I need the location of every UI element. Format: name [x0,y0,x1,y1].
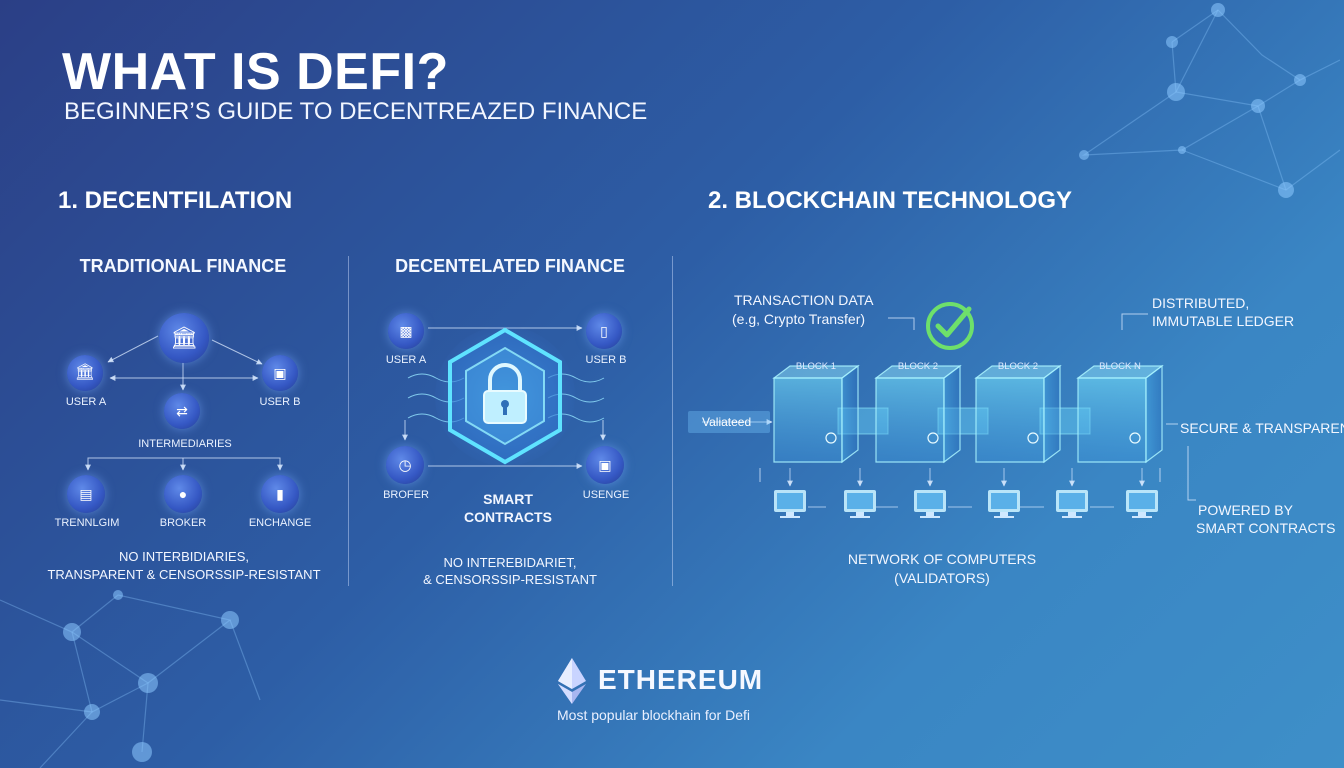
section1-heading: 1. DECENTFILATION [58,187,293,214]
ethereum-icon [558,658,586,704]
powered-by-line1: POWERED BY [1198,502,1293,518]
intermediaries-label: INTERMEDIARIES [138,438,232,450]
column-divider [348,256,349,586]
user-a-bank-icon: 🏛 [67,355,103,391]
defi-note-line1: NO INTEREBIDARIET, [443,555,577,570]
central-bank-icon: 🏛 [159,313,209,363]
block-3-label: BLOCK 2 [997,361,1039,372]
decentralized-finance-heading: DECENTELATED FINANCE [395,256,625,276]
block-n-label: BLOCK N [1099,361,1141,372]
defi-note-line2: & CENSORSSIP-RESISTANT [423,572,597,587]
page-title: WHAT IS DEFI? [62,43,449,101]
traditional-note-line2: TRANSPARENT & CENSORSSIP-RESISTANT [47,567,321,582]
brofer-clock-icon: ◷ [386,446,424,484]
traditional-note-line1: NO INTERBIDIARIES, [118,549,250,564]
section2-heading: 2. BLOCKCHAIN TECHNOLOGY [708,187,1073,214]
secure-transparent-label: SECURE & TRANSPARENT [1180,420,1344,436]
column-divider [672,256,673,586]
block-2-label: BLOCK 2 [897,361,939,372]
block-1-label: BLOCK 1 [795,361,837,372]
user-b-label: USER B [259,396,301,408]
validated-tag: Valiateed [688,411,770,433]
broker-label: BROKER [159,517,207,529]
usenge-label: USENGE [582,489,630,501]
ethereum-brand: ETHEREUM [598,664,764,695]
user-a-label: USER A [65,396,107,408]
network-line1: NETWORK OF COMPUTERS [847,551,1037,567]
traditional-finance-heading: TRADITIONAL FINANCE [79,256,287,276]
ledger-line2: IMMUTABLE LEDGER [1152,313,1295,329]
page-subtitle: BEGINNER’S GUIDE TO DECENTREAZED FINANCE [64,98,648,125]
enchange-label: ENCHANGE [248,517,312,529]
defi-user-a-laptop-icon: ▩ [388,313,424,349]
usenge-card-icon: ▣ [586,446,624,484]
enchange-wallet-icon: ▮ [261,475,299,513]
intermediaries-exchange-icon: ⇄ [164,393,200,429]
defi-user-b-phone-icon: ▯ [586,313,622,349]
transaction-data-line1: TRANSACTION DATA [734,292,874,308]
user-b-card-icon: ▣ [262,355,298,391]
transaction-data-line2: (e.g, Crypto Transfer) [732,311,866,327]
brofer-label: BROFER [383,489,429,501]
trennlgim-label: TRENNLGIM [54,517,120,529]
defi-user-b-label: USER B [585,354,627,366]
smart-contracts-line2: CONTRACTS [464,509,552,525]
trennlgim-document-icon: ▤ [67,475,105,513]
broker-user-icon: ● [164,475,202,513]
smart-contracts-line1: SMART [483,491,533,507]
ledger-line1: DISTRIBUTED, [1152,295,1250,311]
ethereum-tagline: Most popular blockhain for Defi [557,707,750,723]
defi-user-a-label: USER A [385,354,427,366]
network-line2: (VALIDATORS) [894,570,990,586]
powered-by-line2: SMART CONTRACTS [1196,520,1336,536]
